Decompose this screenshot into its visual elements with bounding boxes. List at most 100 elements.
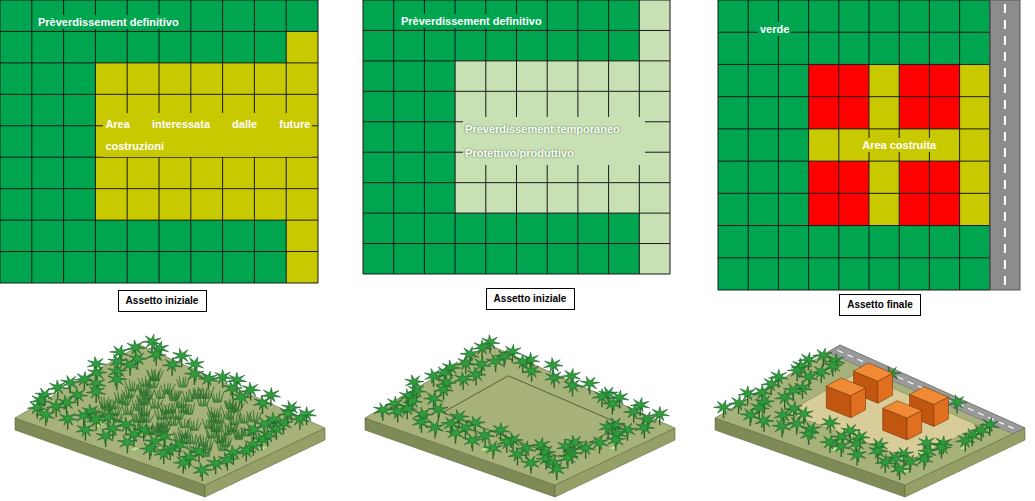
tree-crown (36, 408, 55, 423)
grid-line (0, 31, 318, 32)
tree-crown (799, 369, 818, 384)
block-top (15, 345, 325, 485)
vegetation (138, 384, 152, 396)
tree-crown (76, 422, 95, 437)
tree-crown (425, 420, 444, 435)
vegetation (135, 411, 149, 423)
grid-line (363, 30, 670, 31)
tree-crown (374, 403, 393, 418)
grid-line (318, 0, 319, 283)
tree-crown (58, 411, 77, 425)
vegetation (197, 395, 210, 406)
caption-text: Assetto iniziale (487, 292, 574, 306)
grid-line (748, 0, 749, 290)
grid-line (718, 225, 990, 226)
vegetation (136, 383, 150, 394)
grid-line (718, 290, 990, 291)
tree-crown (173, 455, 192, 470)
tree-crown (253, 395, 272, 410)
vegetation (181, 403, 195, 415)
house-roof (883, 401, 922, 418)
caption-box: Assetto iniziale (118, 290, 207, 312)
tree-crown (491, 423, 511, 437)
tree-crown (87, 357, 106, 372)
area-label: Prèverdissement temporaneo Protettivo/pr… (463, 117, 645, 165)
grid-line (718, 193, 990, 194)
vegetation (118, 393, 133, 405)
tree-crown (544, 358, 563, 373)
tree-crown (108, 354, 128, 368)
grid-line (808, 0, 809, 290)
tree-crown (914, 452, 933, 467)
road (990, 0, 1020, 290)
tree-crown (917, 436, 937, 450)
terrain-block (714, 345, 1025, 497)
block-top (365, 345, 675, 485)
house-roof (910, 387, 949, 405)
tree-crown (87, 412, 107, 426)
vegetation (114, 391, 129, 403)
grid-line (363, 0, 364, 274)
grid-line (0, 94, 318, 95)
grid-panel: Prèverdissement definitivoArea interessa… (0, 0, 318, 283)
caption-box: Assetto finale (839, 294, 921, 316)
grid-line (718, 0, 719, 290)
built-area (787, 373, 980, 460)
terrain-block (365, 335, 675, 497)
tree-crown (96, 429, 116, 444)
tree-crown (117, 417, 137, 432)
vegetation (225, 401, 240, 413)
green-area (718, 0, 1020, 290)
tree-crown (755, 413, 774, 428)
grid-line (393, 0, 394, 274)
vegetation (177, 375, 190, 387)
building-area: Area interessata dalle future costruzion… (95, 63, 318, 220)
grid-line (670, 0, 671, 274)
vegetation (238, 411, 252, 423)
bench (958, 445, 969, 450)
tree-crown (162, 357, 181, 372)
green-area (0, 0, 318, 283)
tree-crown (508, 447, 527, 462)
tree-crown (740, 408, 759, 423)
tree-crown (602, 396, 621, 411)
tree-crown (821, 415, 841, 429)
grid-line (363, 182, 670, 183)
tree-crown (207, 456, 226, 471)
block-top (715, 345, 1025, 485)
grid-panel: verdeArea costruita (718, 0, 1020, 290)
area-label: verde (758, 22, 791, 36)
vegetation (196, 434, 210, 446)
grid-line (0, 0, 1, 283)
grid-line (718, 128, 990, 129)
grid-line (363, 243, 670, 244)
tree-crown (244, 422, 263, 437)
tree-crown (290, 411, 309, 426)
tree-crown (388, 404, 407, 419)
tree-crown (635, 420, 654, 435)
tree-crown (233, 390, 252, 405)
tree-crown (580, 376, 599, 391)
grid-line (363, 0, 670, 1)
tree-crown (193, 463, 212, 478)
tree-crown (261, 388, 281, 402)
vegetation (146, 379, 160, 388)
tree-crown (823, 359, 842, 374)
tree-crown (738, 386, 758, 400)
tree-crown (46, 399, 66, 413)
caption-text: Assetto finale (840, 298, 920, 312)
tree-crown (714, 400, 733, 415)
vegetation (211, 391, 224, 403)
road-centre-line (837, 350, 1015, 429)
terrain-block (15, 334, 325, 497)
grid-line (0, 188, 318, 189)
tree-crown (173, 348, 192, 363)
tree-crown (606, 433, 626, 447)
vegetation (160, 383, 175, 394)
tree-crown (198, 371, 217, 386)
temporary-greening-area: Prèverdissement temporaneo Protettivo/pr… (455, 61, 670, 213)
grid-line (363, 213, 670, 214)
tree-crown (729, 396, 748, 411)
vegetation (211, 412, 225, 424)
tree-crown (831, 439, 850, 454)
